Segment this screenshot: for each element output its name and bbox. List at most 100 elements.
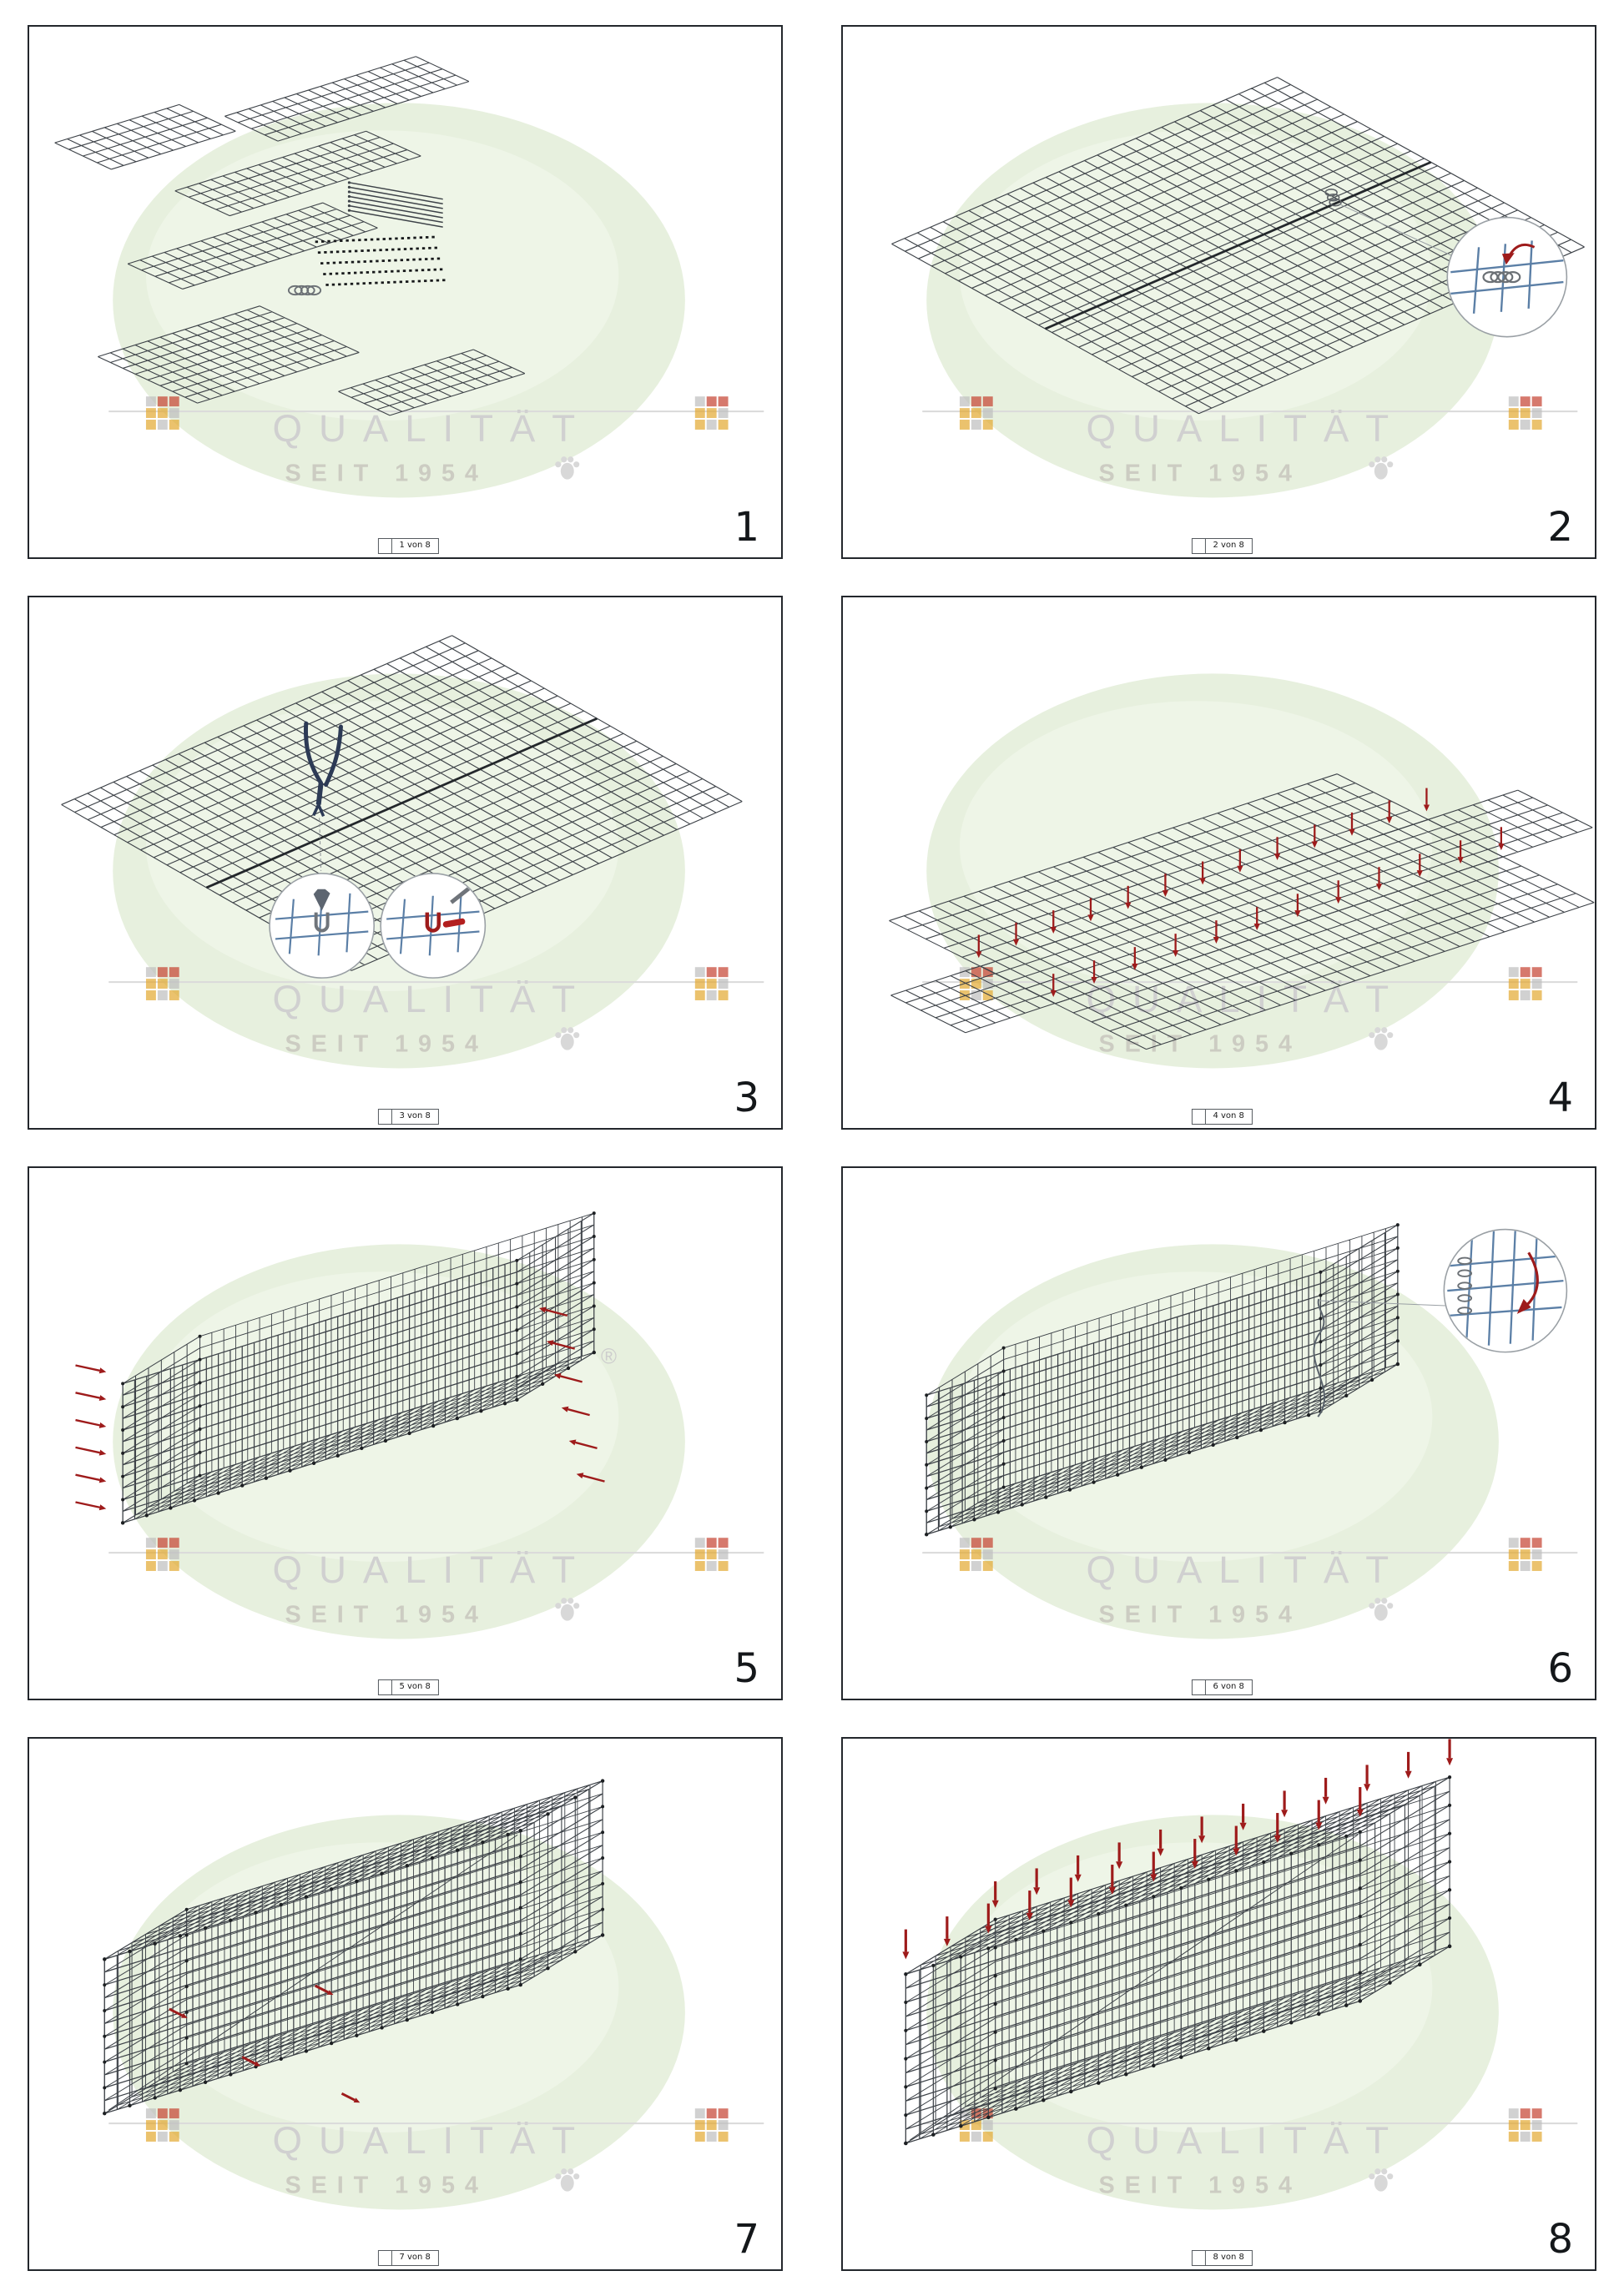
svg-text:QUALITÄT: QUALITÄT bbox=[1087, 978, 1405, 1020]
spiral-rods bbox=[347, 181, 443, 228]
brand-logo bbox=[1508, 396, 1542, 430]
svg-text:QUALITÄT: QUALITÄT bbox=[273, 2119, 592, 2162]
detail-magnifier bbox=[1446, 216, 1568, 338]
page-indicator-label: 7 von 8 bbox=[399, 2253, 431, 2262]
page-indicator: 7 von 8 bbox=[377, 2250, 439, 2266]
spiral-insert-arrows bbox=[75, 1307, 605, 1511]
svg-text:SEIT 1954: SEIT 1954 bbox=[1098, 1602, 1301, 1629]
page-indicator-cell bbox=[378, 2251, 392, 2265]
step-number: 4 bbox=[1547, 1075, 1573, 1121]
svg-text:SEIT 1954: SEIT 1954 bbox=[1098, 1031, 1301, 1058]
svg-text:SEIT 1954: SEIT 1954 bbox=[1098, 2173, 1301, 2199]
joined-mesh bbox=[61, 635, 743, 979]
detail-magnifier bbox=[380, 873, 487, 979]
svg-text:QUALITÄT: QUALITÄT bbox=[1087, 407, 1405, 450]
clip-rows bbox=[315, 235, 446, 286]
svg-text:SEIT 1954: SEIT 1954 bbox=[285, 461, 487, 487]
page-indicator-label: 3 von 8 bbox=[399, 1111, 431, 1120]
step-1-illustration: QUALITÄT SEIT 1954 bbox=[54, 56, 764, 498]
page-indicator-cell bbox=[1192, 1680, 1206, 1694]
svg-text:QUALITÄT: QUALITÄT bbox=[273, 407, 592, 450]
paw-print-icon bbox=[555, 2168, 580, 2192]
step-panel-4: QUALITÄT SEIT 1954 4 von 8 4 bbox=[841, 596, 1596, 1130]
gabion-basket bbox=[103, 1779, 605, 2116]
brand-logo bbox=[1508, 2108, 1542, 2142]
svg-text:QUALITÄT: QUALITÄT bbox=[1087, 1548, 1405, 1591]
brand-logo bbox=[694, 1538, 729, 1571]
gabion-basket bbox=[902, 1739, 1454, 2146]
step-8-illustration: QUALITÄT SEIT 1954 bbox=[902, 1739, 1578, 2210]
detail-magnifier bbox=[269, 873, 376, 979]
brand-logo bbox=[694, 2108, 729, 2142]
svg-text:SEIT 1954: SEIT 1954 bbox=[285, 1602, 487, 1629]
page-indicator-cell bbox=[378, 1110, 392, 1124]
step-4-illustration: QUALITÄT SEIT 1954 bbox=[889, 673, 1595, 1069]
step-number: 3 bbox=[734, 1075, 759, 1121]
page-indicator: 8 von 8 bbox=[1191, 2250, 1253, 2266]
page-indicator: 3 von 8 bbox=[377, 1109, 439, 1125]
mesh-parts-layout bbox=[54, 56, 526, 416]
clip-markers bbox=[169, 1984, 361, 2103]
page-indicator-cell bbox=[378, 1680, 392, 1694]
svg-text:QUALITÄT: QUALITÄT bbox=[1087, 2119, 1405, 2162]
joining-spiral bbox=[1324, 188, 1342, 207]
corner-spiral bbox=[1313, 1298, 1326, 1417]
pliers-tool bbox=[303, 721, 343, 818]
step-panel-1: QUALITÄT SEIT 1954 1 von 8 1 bbox=[28, 25, 783, 559]
fold-arrows bbox=[976, 788, 1505, 997]
step-number: 1 bbox=[734, 504, 759, 551]
svg-text:QUALITÄT: QUALITÄT bbox=[273, 1548, 592, 1591]
step-number: 6 bbox=[1547, 1645, 1573, 1692]
brand-logo bbox=[145, 2108, 179, 2142]
unfolded-cross bbox=[889, 773, 1595, 1050]
gabion-basket bbox=[925, 1223, 1568, 1537]
page-indicator: 6 von 8 bbox=[1191, 1679, 1253, 1695]
paw-print-icon bbox=[555, 1598, 580, 1621]
page-indicator-label: 5 von 8 bbox=[399, 1682, 431, 1691]
page-indicator-label: 6 von 8 bbox=[1213, 1682, 1244, 1691]
step-number: 7 bbox=[734, 2216, 759, 2263]
page-indicator: 1 von 8 bbox=[377, 538, 439, 554]
page-indicator-cell bbox=[1192, 539, 1206, 553]
step-number: 5 bbox=[734, 1645, 759, 1692]
page-indicator-cell bbox=[1192, 2251, 1206, 2265]
page-indicator: 4 von 8 bbox=[1191, 1109, 1253, 1125]
paw-print-icon bbox=[1369, 2168, 1394, 2192]
brand-logo bbox=[959, 1538, 993, 1571]
detail-magnifier bbox=[1443, 1228, 1568, 1353]
spiral-dots bbox=[103, 1779, 605, 2116]
brand-logo bbox=[145, 1538, 179, 1571]
brand-watermark: QUALITÄT SEIT 1954 bbox=[108, 103, 764, 498]
page-indicator: 5 von 8 bbox=[377, 1679, 439, 1695]
brand-logo bbox=[1508, 967, 1542, 1000]
paw-print-icon bbox=[555, 1027, 580, 1050]
brand-logo bbox=[145, 967, 179, 1000]
brand-watermark: QUALITÄT SEIT 1954 bbox=[108, 1244, 764, 1639]
page-indicator-label: 8 von 8 bbox=[1213, 2253, 1244, 2262]
svg-text:SEIT 1954: SEIT 1954 bbox=[285, 1031, 487, 1058]
page-indicator: 2 von 8 bbox=[1191, 538, 1253, 554]
spiral-dots bbox=[925, 1223, 1400, 1537]
paw-print-icon bbox=[1369, 1027, 1394, 1050]
brand-logo bbox=[694, 967, 729, 1000]
joined-mesh bbox=[891, 77, 1585, 415]
paw-print-icon bbox=[1369, 1598, 1394, 1621]
page-indicator-label: 1 von 8 bbox=[399, 541, 431, 550]
page-indicator-cell bbox=[1192, 1110, 1206, 1124]
paw-print-icon bbox=[1369, 456, 1394, 480]
step-panel-6: QUALITÄT SEIT 1954 6 von 8 6 bbox=[841, 1166, 1596, 1700]
brand-logo bbox=[694, 396, 729, 430]
press-down-arrows bbox=[902, 1739, 1454, 1960]
